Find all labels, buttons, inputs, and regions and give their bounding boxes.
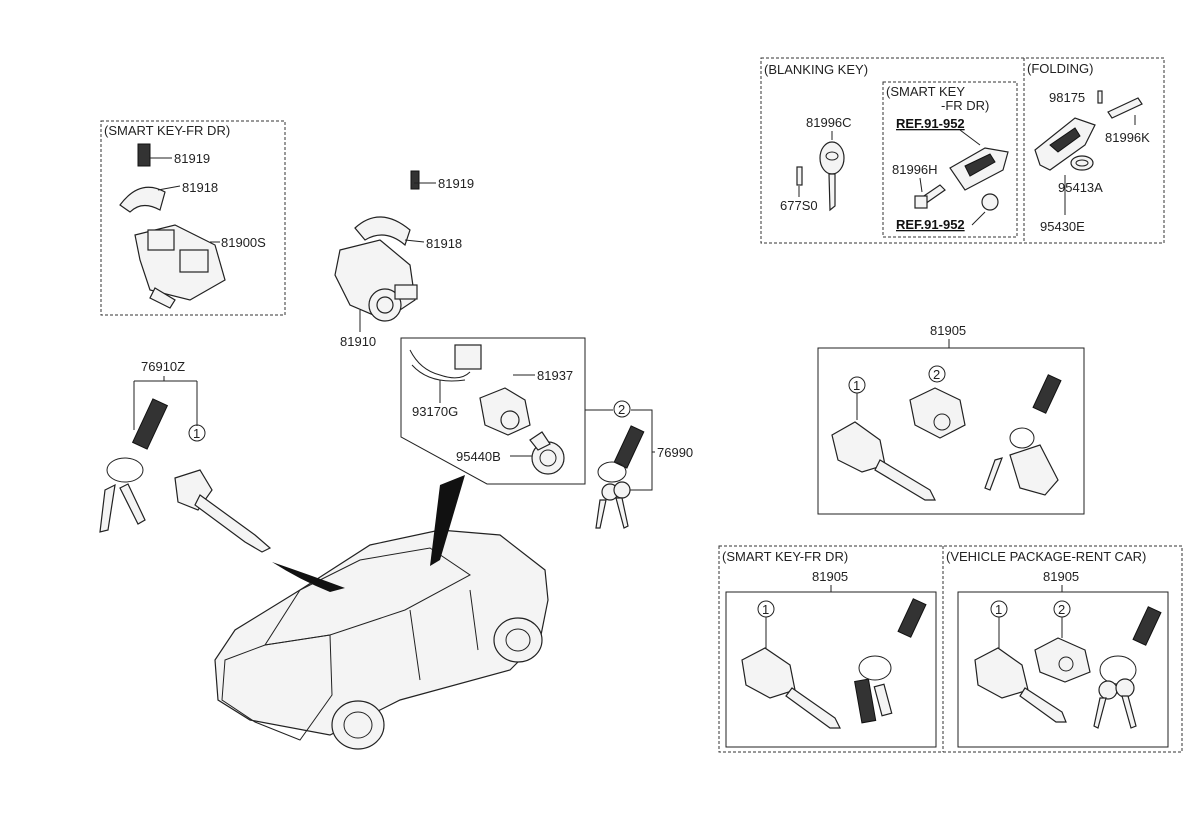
lock-components-box xyxy=(400,337,586,485)
part-95413a: 95413A xyxy=(1058,180,1103,195)
smart-key-fr-dr-box-title: (SMART KEY-FR DR) xyxy=(104,123,230,138)
key-variants-box xyxy=(760,57,1165,244)
callout-2-mid-text: 2 xyxy=(933,367,940,382)
lock-set-rent-car-parts xyxy=(974,606,1162,729)
folding-title: (FOLDING) xyxy=(1027,61,1093,76)
part-81905-b: 81905 xyxy=(812,569,848,584)
smart-key-fr-dr-inner-box xyxy=(882,81,1018,238)
lock-components xyxy=(409,344,565,475)
part-81996c: 81996C xyxy=(806,115,852,130)
callout-2-center-text: 2 xyxy=(618,402,625,417)
part-81996k: 81996K xyxy=(1105,130,1150,145)
smart-key-fr-dr-box xyxy=(100,120,286,316)
part-81900s: 81900S xyxy=(221,235,266,250)
part-81919-a: 81919 xyxy=(174,151,210,166)
part-98175: 98175 xyxy=(1049,90,1085,105)
key-set-76990 xyxy=(595,425,645,529)
key-set-76910z xyxy=(99,398,272,553)
callout-2-mid xyxy=(928,365,946,383)
part-677s0: 677S0 xyxy=(780,198,818,213)
folding-key-fob xyxy=(1034,97,1143,171)
part-81918-b: 81918 xyxy=(426,236,462,251)
blanking-key-title: (BLANKING KEY) xyxy=(764,62,868,77)
bottom-variants-box xyxy=(718,545,1183,753)
callout-2-bottom-right-text: 2 xyxy=(1058,602,1065,617)
lock-set-smart-key-parts xyxy=(741,598,927,729)
ref-91-952-bottom: REF.91-952 xyxy=(896,217,965,232)
part-95430e: 95430E xyxy=(1040,219,1085,234)
part-81919-b: 81919 xyxy=(438,176,474,191)
part-81996h: 81996H xyxy=(892,162,938,177)
part-81937: 81937 xyxy=(537,368,573,383)
vehicle-illustration xyxy=(214,475,549,750)
lock-set-smart-key-box xyxy=(725,591,937,748)
part-81910: 81910 xyxy=(340,334,376,349)
part-76910z: 76910Z xyxy=(141,359,185,374)
callout-1-left xyxy=(188,424,206,442)
lock-set-rent-car-box xyxy=(957,591,1169,748)
part-93170g: 93170G xyxy=(412,404,458,419)
part-81905-c: 81905 xyxy=(1043,569,1079,584)
callout-1-bottom-left-text: 1 xyxy=(762,602,769,617)
part-81918-a: 81918 xyxy=(182,180,218,195)
callout-1-mid-text: 1 xyxy=(853,378,860,393)
ref-91-952-top: REF.91-952 xyxy=(896,116,965,131)
vehicle-package-title: (VEHICLE PACKAGE-RENT CAR) xyxy=(946,549,1146,564)
ignition-lock-assembly-81900s xyxy=(119,143,226,309)
callout-1-left-text: 1 xyxy=(193,426,200,441)
lock-set-81905-box xyxy=(817,347,1085,515)
lock-set-81905-parts xyxy=(831,374,1062,501)
blanking-key-81996c xyxy=(796,141,845,212)
part-76990: 76990 xyxy=(657,445,693,460)
smart-key-fr-dr-bottom-title: (SMART KEY-FR DR) xyxy=(722,549,848,564)
ignition-lock-81910 xyxy=(334,170,420,322)
callout-2-center xyxy=(613,400,631,418)
part-95440b: 95440B xyxy=(456,449,501,464)
smart-key-fob xyxy=(914,147,1009,211)
smart-key-inner-title-1: (SMART KEY xyxy=(886,84,965,99)
callout-1-bottom-right-text: 1 xyxy=(995,602,1002,617)
smart-key-inner-title-2: -FR DR) xyxy=(941,98,989,113)
part-81905-a: 81905 xyxy=(930,323,966,338)
